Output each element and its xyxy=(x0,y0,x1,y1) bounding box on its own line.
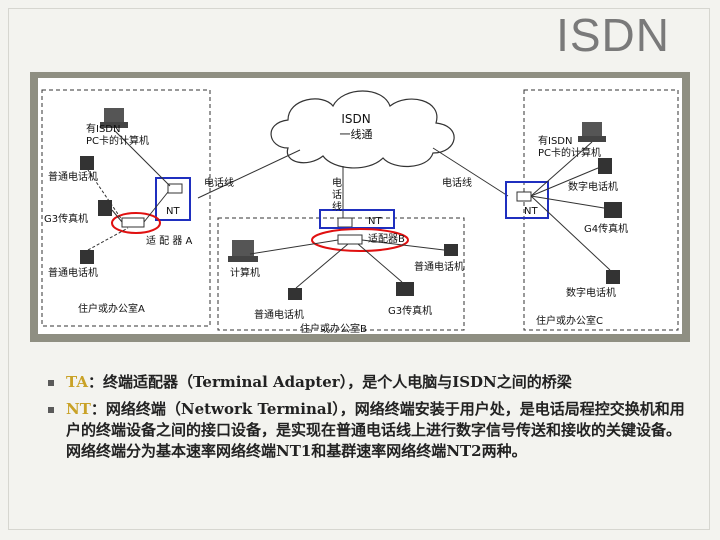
adapter-b-highlight xyxy=(311,228,409,252)
isdn-network-diagram: ISDN 一线通 xyxy=(38,78,682,334)
bullet-item-nt: NT：网络终端（Network Terminal），网络终端安装于用户处，是电话… xyxy=(48,399,688,462)
label-adapter-b: 适配器B xyxy=(368,233,405,245)
premises-box-c xyxy=(523,89,679,331)
label-phone-middle-bottom: 普通电话机 xyxy=(254,308,304,321)
label-g3-fax-middle: G3传真机 xyxy=(388,304,432,317)
label-phone-middle-right: 普通电话机 xyxy=(414,260,464,273)
slide-border xyxy=(8,8,710,530)
label-phone-line-middle: 电话线 xyxy=(332,176,342,213)
bullet-abbr-nt: NT xyxy=(66,400,91,418)
label-digital-phone-right-top: 数字电话机 xyxy=(568,180,618,193)
nt-middle-highlight xyxy=(319,209,395,229)
label-g4-fax-right: G4传真机 xyxy=(584,222,628,235)
cloud-subtitle: 一线通 xyxy=(340,127,373,141)
bullet-text-nt: ：网络终端（Network Terminal），网络终端安装于用户处，是电话局程… xyxy=(66,400,685,460)
bullet-text-ta: ：终端适配器（Terminal Adapter），是个人电脑与ISDN之间的桥梁 xyxy=(87,373,572,391)
slide-title: ISDN xyxy=(556,9,670,61)
label-nt-left: NT xyxy=(166,206,180,217)
label-g3-fax-left: G3传真机 xyxy=(44,212,88,225)
isdn-cloud: ISDN 一线通 xyxy=(270,90,455,169)
bullet-list: TA：终端适配器（Terminal Adapter），是个人电脑与ISDN之间的… xyxy=(48,372,688,468)
bullet-marker xyxy=(48,407,54,413)
nt-right-highlight xyxy=(505,181,549,219)
premises-box-a xyxy=(41,89,211,327)
label-office-b: 住户或办公室B xyxy=(300,322,367,334)
label-office-c: 住户或办公室C xyxy=(536,314,603,327)
label-nt-middle: NT xyxy=(368,216,382,227)
adapter-a-highlight xyxy=(111,212,161,234)
label-phone-left-top: 普通电话机 xyxy=(48,170,98,183)
label-adapter-a: 适 配 器 A xyxy=(146,235,193,247)
label-nt-right: NT xyxy=(524,206,538,217)
label-phone-line-right: 电话线 xyxy=(442,176,472,189)
label-office-a: 住户或办公室A xyxy=(78,302,145,315)
label-computer-middle: 计算机 xyxy=(230,266,260,279)
bullet-item-ta: TA：终端适配器（Terminal Adapter），是个人电脑与ISDN之间的… xyxy=(48,372,688,393)
bullet-marker xyxy=(48,380,54,386)
cloud-title: ISDN xyxy=(341,112,370,126)
label-digital-phone-right-bottom: 数字电话机 xyxy=(566,286,616,299)
nt-left-highlight xyxy=(155,177,191,221)
bullet-abbr-ta: TA xyxy=(66,373,88,391)
label-phone-left-bottom: 普通电话机 xyxy=(48,266,98,279)
label-phone-line-left: 电话线 xyxy=(204,176,234,189)
